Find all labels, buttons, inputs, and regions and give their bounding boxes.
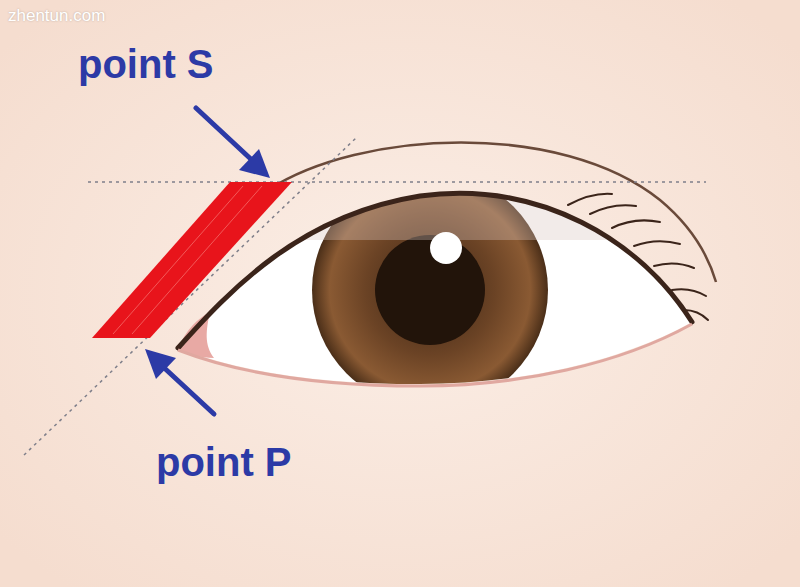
point-label: point P bbox=[156, 440, 292, 485]
eyelashes bbox=[568, 194, 708, 320]
incision-region bbox=[92, 182, 292, 338]
lower-eyelid bbox=[178, 324, 692, 386]
watermark: zhentun.com bbox=[8, 6, 105, 26]
incision-region bbox=[113, 186, 243, 334]
pupil bbox=[375, 235, 485, 345]
guide-line bbox=[88, 181, 706, 183]
point-label: point S bbox=[78, 42, 214, 87]
guide-line bbox=[24, 138, 356, 455]
incision-region bbox=[132, 186, 262, 334]
highlight bbox=[430, 232, 462, 264]
pointer-arrow bbox=[145, 108, 270, 414]
